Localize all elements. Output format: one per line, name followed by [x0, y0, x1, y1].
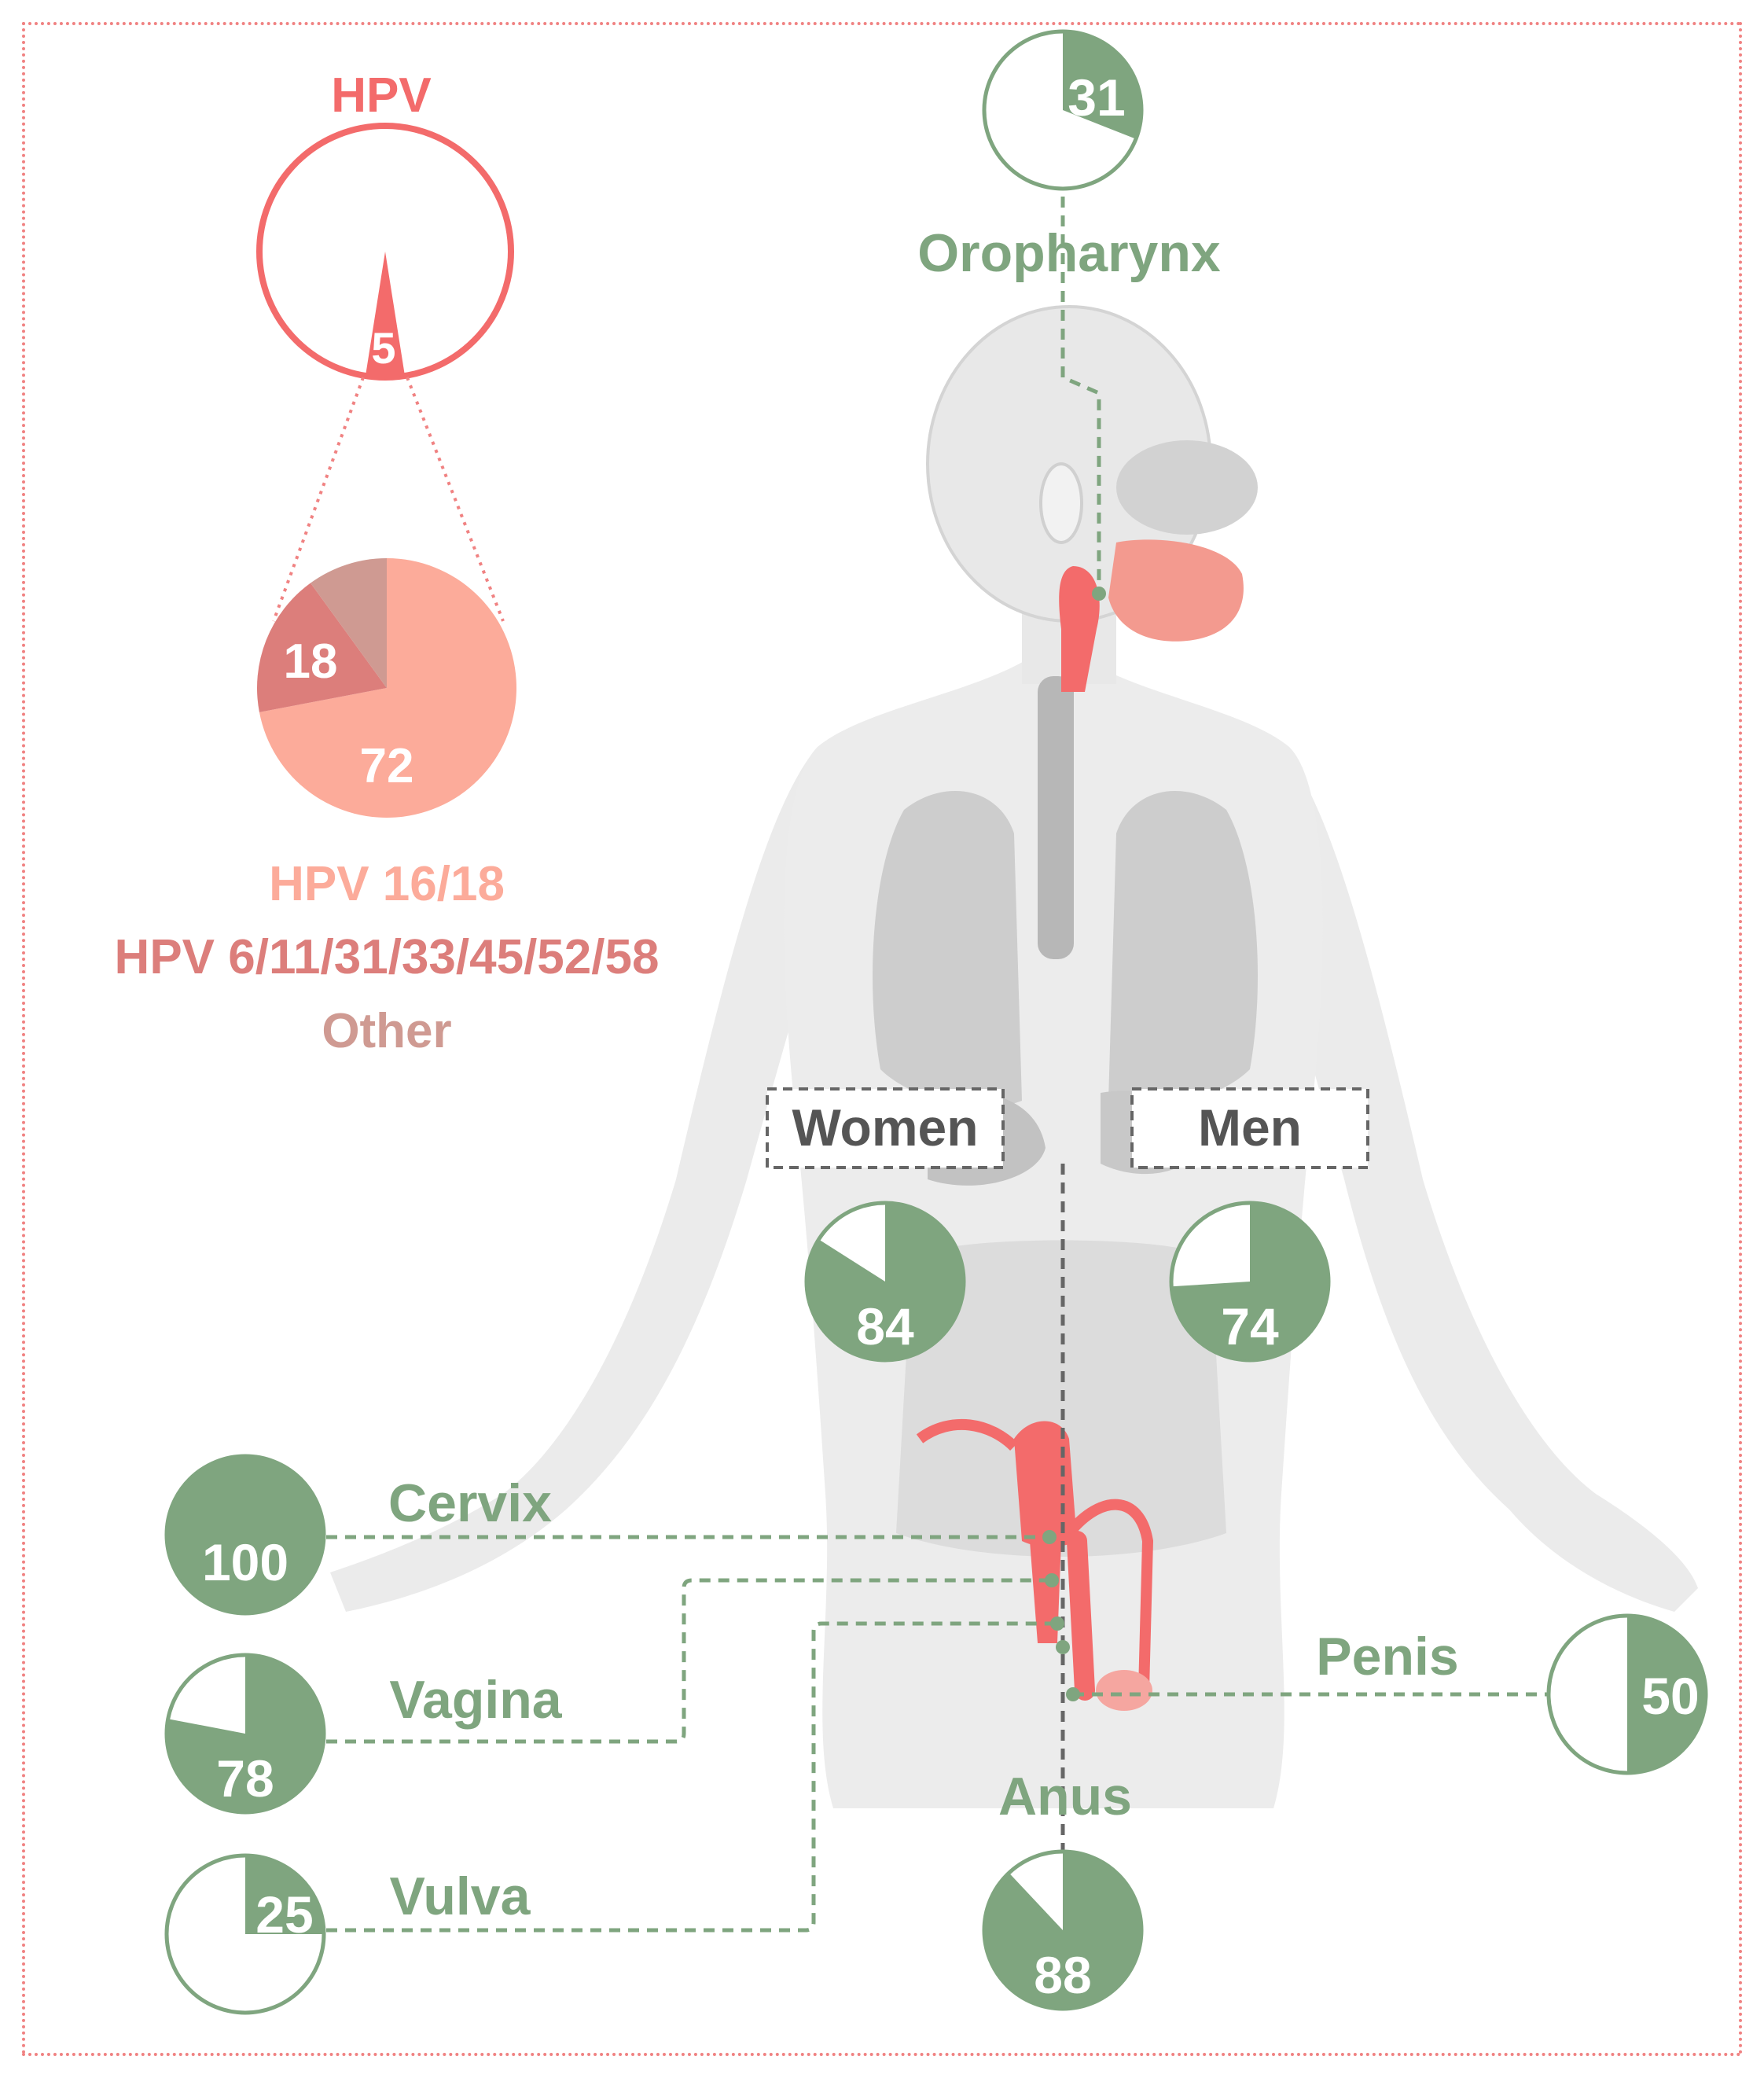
vulva-pie-label: 25 — [255, 1885, 313, 1944]
oropharynx-name: Oropharynx — [917, 223, 1221, 283]
women-total-pie-label: 84 — [856, 1297, 914, 1355]
connector-dots — [1042, 587, 1106, 1701]
hpv-title: HPV — [331, 68, 431, 123]
hpv-overall-wedge — [365, 252, 406, 377]
cervix-pie-label: 100 — [202, 1533, 288, 1591]
cervix-name: Cervix — [388, 1473, 552, 1533]
vagina-pie-slice — [167, 1655, 324, 1812]
hpv-types-pie — [257, 558, 517, 818]
women-total-pie-slice — [807, 1203, 964, 1361]
vulva-connector — [326, 1621, 1057, 1933]
vulva-pie-slice — [245, 1855, 324, 1934]
body-silhouette — [330, 305, 1698, 1808]
legend-hpv-other-types: HPV 6/11/31/33/45/52/58 — [115, 930, 660, 984]
hpv-types-slice-hpv-other — [311, 558, 387, 688]
anus-pie-label: 88 — [1034, 1946, 1091, 2004]
zoom-connector-right — [406, 377, 505, 622]
men-total-pie-slice — [1171, 1203, 1329, 1360]
legend-hpv-16-18: HPV 16/18 — [269, 857, 505, 911]
men-box — [1130, 1087, 1369, 1169]
women-box — [766, 1087, 1005, 1169]
hpv-types-label-72: 72 — [360, 739, 414, 793]
vagina-pie-label: 78 — [216, 1749, 274, 1808]
hpv-types-slice-hpv-other-types — [257, 583, 387, 712]
dotted-frame — [22, 22, 1742, 2056]
cervix-pie-slice — [167, 1456, 324, 1613]
vagina-name: Vagina — [389, 1670, 562, 1730]
legend-hpv-other: Other — [322, 1004, 451, 1058]
oropharynx-pie-slice — [1063, 31, 1141, 139]
site-pies: 31 84 74 100 78 25 88 50 — [164, 29, 1708, 2015]
men-label: Men — [1198, 1098, 1302, 1157]
men-total-pie-label: 74 — [1221, 1297, 1279, 1355]
vagina-connector — [326, 1578, 1052, 1744]
zoom-connector-left — [272, 377, 365, 622]
vulva-name: Vulva — [390, 1867, 531, 1926]
hpv-overall-label: 5 — [371, 323, 395, 373]
site-connectors — [326, 197, 1549, 1933]
hpv-types-slice-hpv-16-18 — [259, 558, 517, 818]
anus-pie-slice — [983, 1852, 1141, 2009]
penis-pie-label: 50 — [1641, 1667, 1699, 1725]
penis-pie-slice — [1627, 1616, 1706, 1773]
oropharynx-pie-label: 31 — [1068, 68, 1125, 127]
penis-name: Penis — [1316, 1627, 1458, 1686]
hpv-types-label-18: 18 — [284, 634, 338, 689]
women-label: Women — [792, 1098, 978, 1157]
anus-name: Anus — [998, 1767, 1132, 1826]
